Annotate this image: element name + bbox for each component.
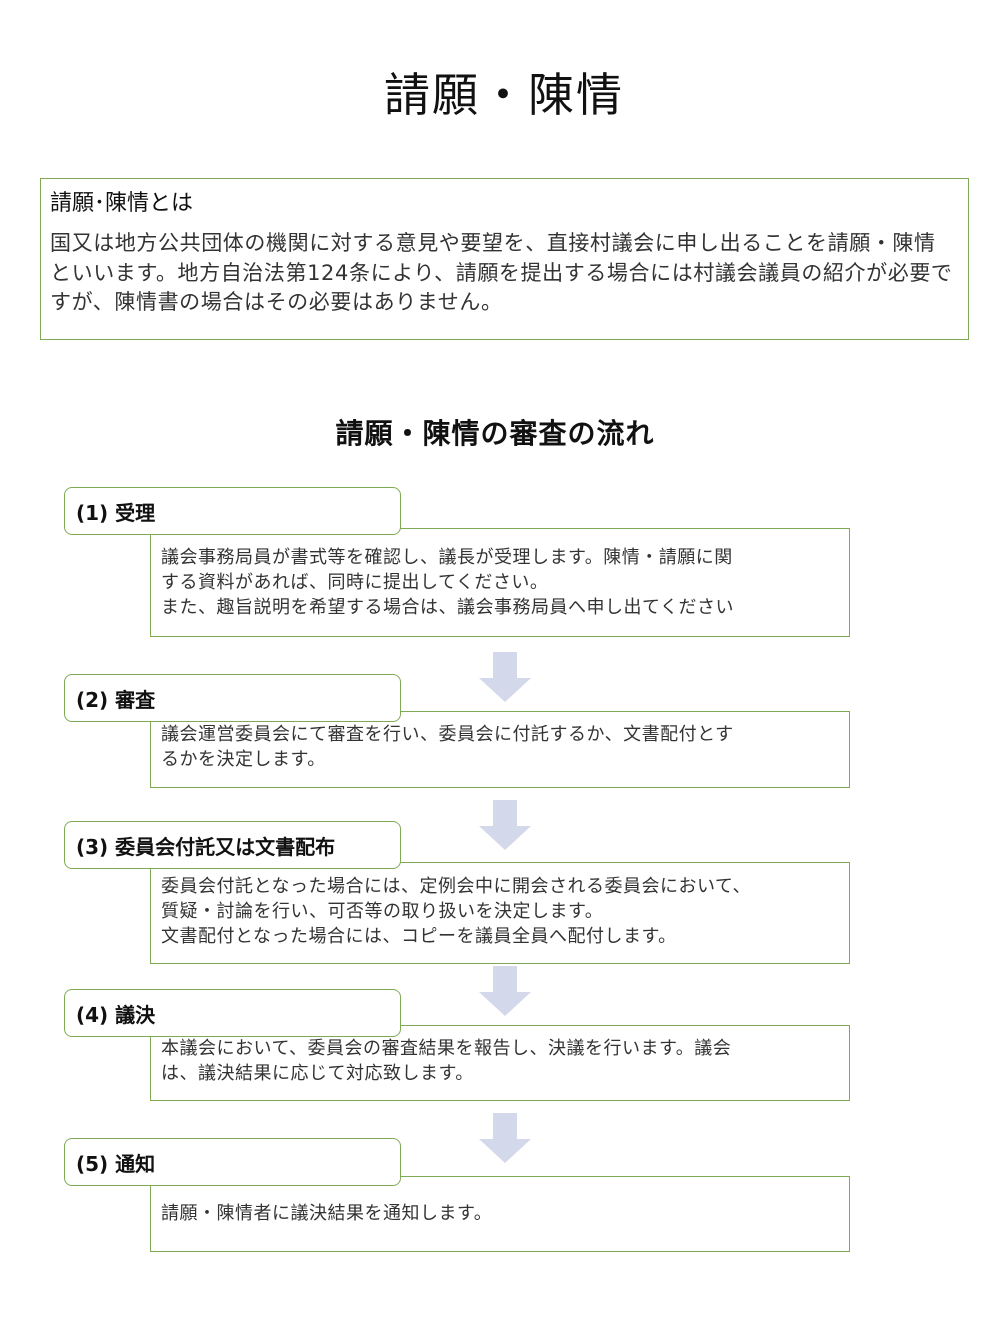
step-label-2: (2) 審査: [64, 674, 401, 722]
step-desc-4: 本議会において、委員会の審査結果を報告し、決議を行います。議会 は、議決結果に応…: [150, 1025, 850, 1101]
step-desc-line: また、趣旨説明を希望する場合は、議会事務局員へ申し出てください: [161, 597, 734, 618]
step-label-3: (3) 委員会付託又は文書配布: [64, 821, 401, 869]
step-desc-line: 委員会付託となった場合には、定例会中に開会される委員会において、: [161, 876, 752, 897]
page-title: 請願・陳情: [384, 67, 624, 122]
step-desc-5: 請願・陳情者に議決結果を通知します。: [150, 1176, 850, 1252]
step-desc-line: 議会運営委員会にて審査を行い、委員会に付託するか、文書配付とす: [161, 724, 734, 745]
step-desc-line: るかを決定します。: [161, 749, 326, 770]
step-label-5: (5) 通知: [64, 1138, 401, 1186]
step-desc-line: 請願・陳情者に議決結果を通知します。: [161, 1203, 493, 1224]
step-desc-line: 本議会において、委員会の審査結果を報告し、決議を行います。議会: [161, 1038, 732, 1059]
flow-title: 請願・陳情の審査の流れ: [335, 417, 655, 450]
step-desc-2: 議会運営委員会にて審査を行い、委員会に付託するか、文書配付とす るかを決定します…: [150, 711, 850, 788]
down-arrow-icon: [479, 1113, 531, 1163]
down-arrow-icon: [479, 800, 531, 850]
step-desc-3: 委員会付託となった場合には、定例会中に開会される委員会において、 質疑・討論を行…: [150, 862, 850, 964]
intro-box: 請願･陳情とは 国又は地方公共団体の機関に対する意見や要望を、直接村議会に申し出…: [40, 178, 969, 340]
step-label-1: (1) 受理: [64, 487, 401, 535]
intro-body: 国又は地方公共団体の機関に対する意見や要望を、直接村議会に申し出ることを請願・陳…: [50, 231, 953, 314]
step-desc-line: する資料があれば、同時に提出してください。: [161, 572, 549, 593]
step-desc-line: 議会事務局員が書式等を確認し、議長が受理します。陳情・請願に関: [161, 547, 733, 568]
down-arrow-icon: [479, 652, 531, 702]
step-desc-line: は、議決結果に応じて対応致します。: [161, 1063, 474, 1084]
down-arrow-icon: [479, 966, 531, 1016]
intro-heading: 請願･陳情とは: [50, 191, 194, 216]
step-desc-line: 質疑・討論を行い、可否等の取り扱いを決定します。: [161, 901, 604, 922]
step-desc-1: 議会事務局員が書式等を確認し、議長が受理します。陳情・請願に関 する資料があれば…: [150, 528, 850, 637]
step-label-4: (4) 議決: [64, 989, 401, 1037]
step-desc-line: 文書配付となった場合には、コピーを議員全員へ配付します。: [161, 926, 677, 947]
